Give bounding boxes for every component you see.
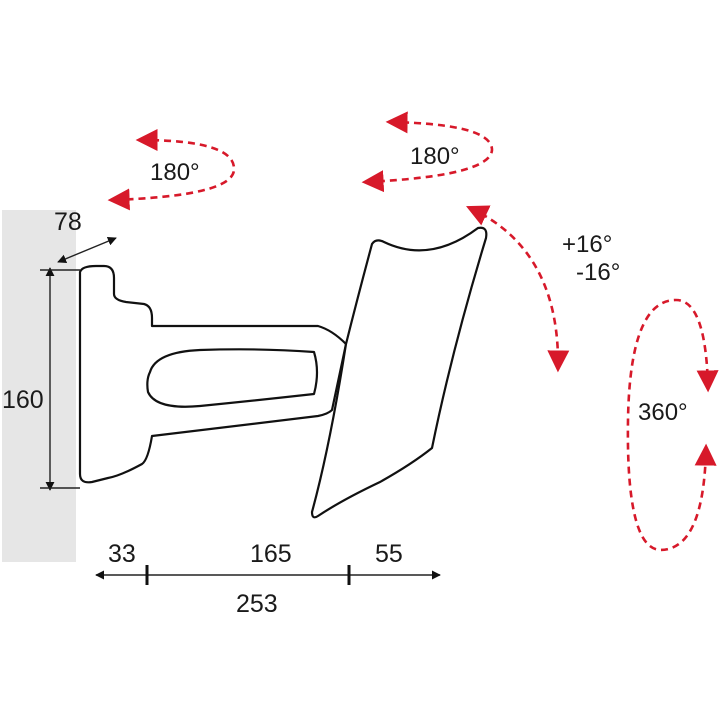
rotation-label: 360° xyxy=(638,399,688,426)
height-dimension-label: 160 xyxy=(2,386,44,414)
arm-swivel-arrow xyxy=(107,129,236,211)
segment-1-label: 33 xyxy=(108,540,136,568)
tilt-down-label: -16° xyxy=(576,259,620,286)
segment-3-label: 55 xyxy=(375,540,403,568)
arm-swivel-label: 180° xyxy=(150,159,200,186)
depth-dimension-line xyxy=(57,236,117,264)
total-reach-label: 253 xyxy=(236,590,278,618)
wall xyxy=(2,210,76,562)
segment-2-label: 165 xyxy=(250,540,292,568)
depth-dimension-label: 78 xyxy=(54,208,82,236)
arm-opening xyxy=(146,348,319,408)
rotation-arrow xyxy=(626,298,719,552)
tv-bracket-head xyxy=(310,226,488,519)
head-swivel-label: 180° xyxy=(410,143,460,170)
tilt-up-label: +16° xyxy=(562,231,612,258)
head-swivel-arrow xyxy=(361,111,494,193)
